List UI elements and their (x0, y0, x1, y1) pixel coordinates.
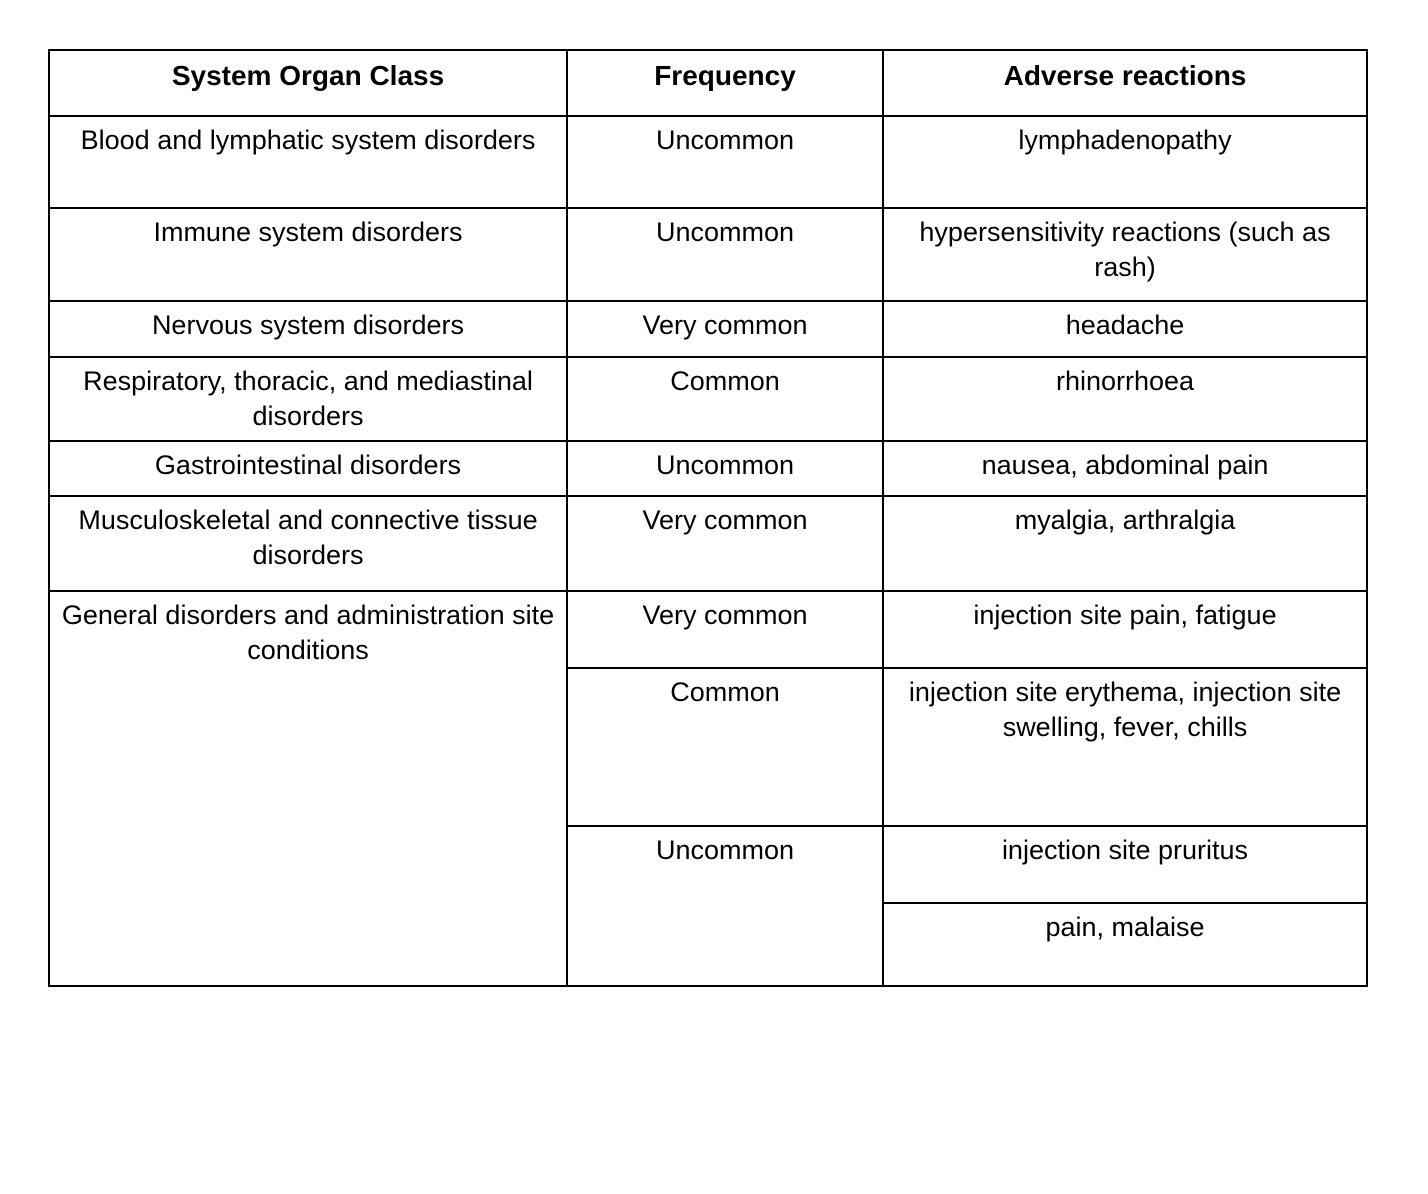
cell-adverse-reactions: injection site pruritus (882, 825, 1368, 905)
table-row: Common injection site erythema, injectio… (49, 667, 1368, 828)
cell-adverse-reactions: rhinorrhoea (882, 355, 1368, 443)
cell-frequency: Common (566, 355, 884, 443)
cell-adverse-reactions: lymphadenopathy (882, 115, 1368, 209)
cell-adverse-reactions: hypersensitivity reactions (such as rash… (882, 207, 1368, 302)
column-header-frequency: Frequency (566, 49, 884, 117)
adverse-reactions-table: System Organ Class Frequency Adverse rea… (48, 49, 1368, 988)
cell-system-organ-class-general-disorders: General disorders and administration sit… (48, 590, 568, 988)
cell-frequency: Uncommon (566, 115, 884, 209)
column-header-system-organ-class: System Organ Class (48, 49, 568, 117)
table-row: Respiratory, thoracic, and mediastinal d… (48, 355, 1368, 443)
table-row: General disorders and administration sit… (48, 590, 1368, 988)
cell-system-organ-class: Nervous system disorders (48, 300, 568, 358)
table-header-row: System Organ Class Frequency Adverse rea… (48, 49, 1368, 117)
table-row: Immune system disorders Uncommon hyperse… (48, 207, 1368, 302)
table-row: Musculoskeletal and connective tissue di… (48, 495, 1368, 593)
cell-adverse-reactions: myalgia, arthralgia (882, 495, 1368, 593)
table-row: Gastrointestinal disorders Uncommon naus… (48, 440, 1368, 498)
cell-system-organ-class: Musculoskeletal and connective tissue di… (48, 495, 568, 593)
table-header: System Organ Class Frequency Adverse rea… (48, 49, 1368, 117)
cell-frequency: Very common (566, 495, 884, 593)
cell-adverse-reactions: pain, malaise (882, 902, 1368, 988)
cell-frequency: Very common (566, 300, 884, 358)
table-body: Blood and lymphatic system disorders Unc… (48, 115, 1368, 988)
cell-system-organ-class: Immune system disorders (48, 207, 568, 302)
cell-frequency: Uncommon (566, 207, 884, 302)
cell-system-organ-class: Blood and lymphatic system disorders (48, 115, 568, 209)
cell-adverse-reactions: headache (882, 300, 1368, 358)
cell-adverse-reactions: nausea, abdominal pain (882, 440, 1368, 498)
cell-system-organ-class: Respiratory, thoracic, and mediastinal d… (48, 355, 568, 443)
adverse-reactions-table-container: System Organ Class Frequency Adverse rea… (48, 49, 1368, 988)
cell-adverse-reactions: injection site erythema, injection site … (882, 667, 1368, 828)
cell-frequency: Very common (566, 590, 884, 670)
cell-adverse-reactions: injection site pain, fatigue (882, 590, 1368, 670)
cell-frequency: Uncommon (566, 825, 884, 988)
cell-system-organ-class: Gastrointestinal disorders (48, 440, 568, 498)
table-row: Uncommon injection site pruritus (49, 825, 1368, 988)
cell-frequency: Uncommon (566, 440, 884, 498)
table-row: pain, malaise (49, 902, 1368, 988)
table-row: Blood and lymphatic system disorders Unc… (48, 115, 1368, 209)
column-header-adverse-reactions: Adverse reactions (882, 49, 1368, 117)
cell-frequency: Common (566, 667, 884, 828)
table-row: Nervous system disorders Very common hea… (48, 300, 1368, 358)
